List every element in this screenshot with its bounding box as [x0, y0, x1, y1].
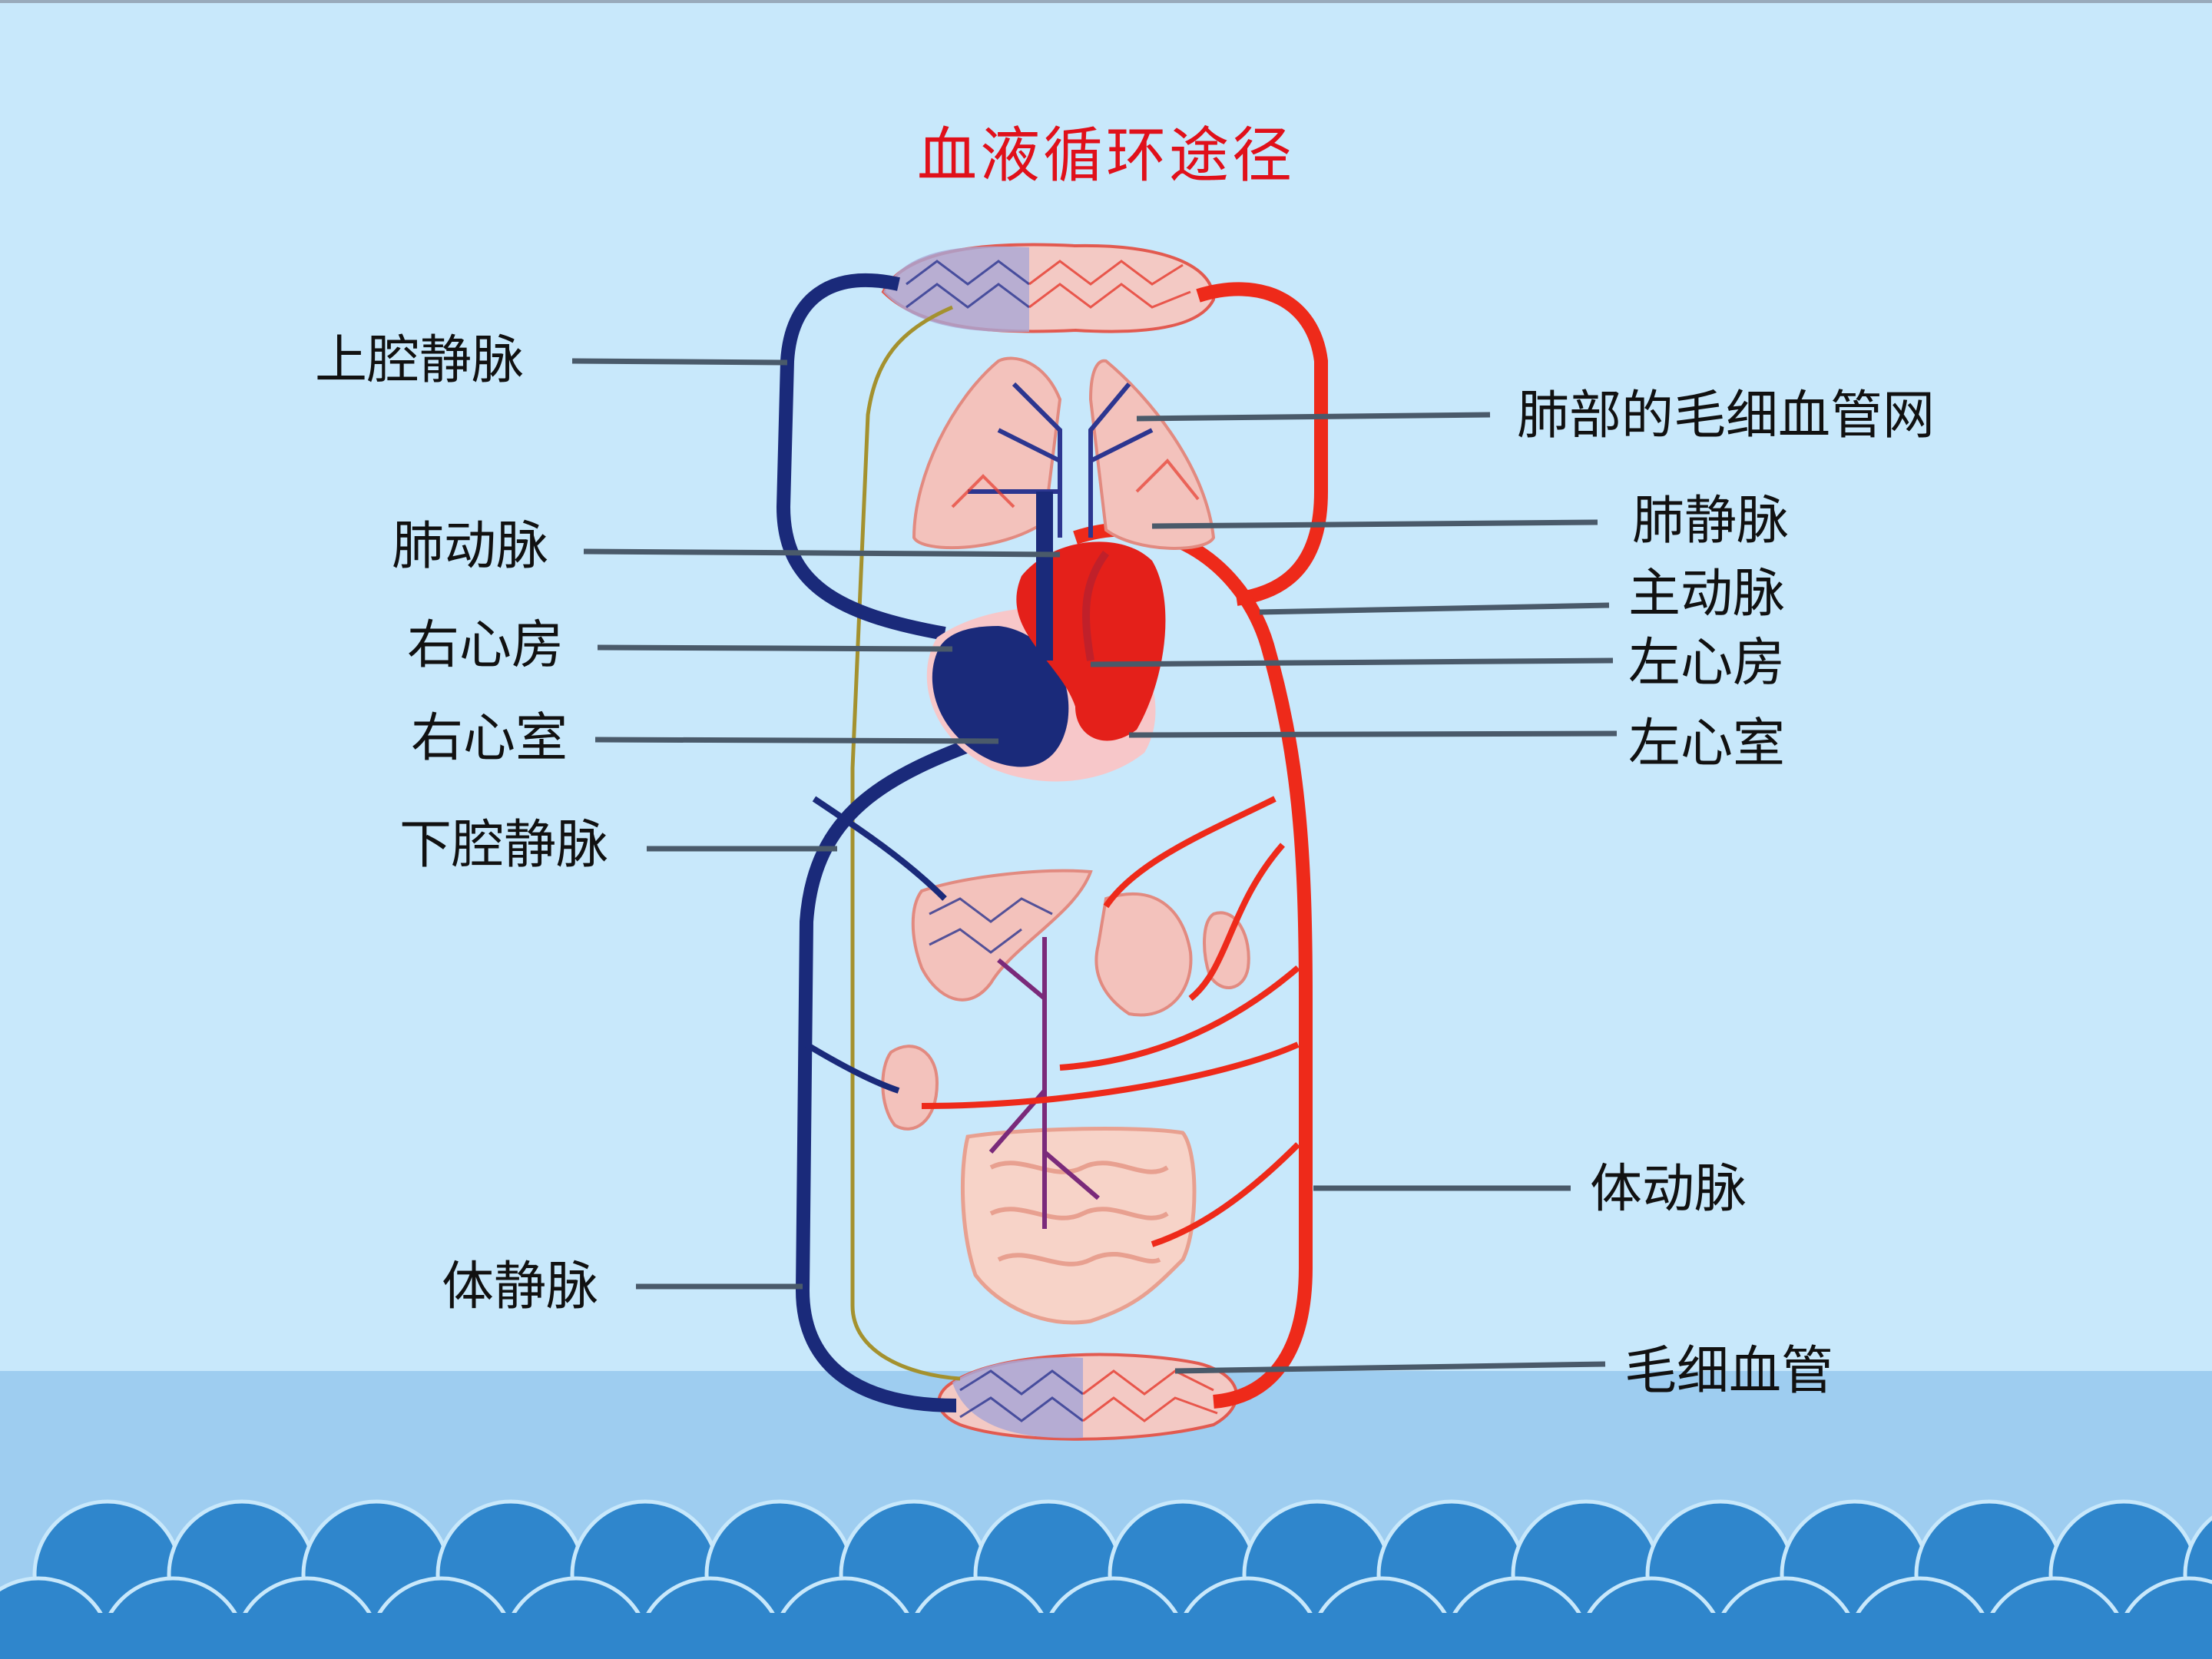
body-capillary-bed — [937, 1353, 1238, 1441]
label-left-atrium: 左心房 — [1628, 633, 1786, 694]
circulation-diagram — [571, 243, 1618, 1441]
label-lung-capillary-network: 肺部的毛细血管网 — [1517, 386, 1936, 446]
abdominal-organs — [804, 796, 1300, 1325]
label-inferior-vena-cava: 下腔静脉 — [399, 815, 609, 876]
leader-lines — [571, 358, 1618, 1374]
label-systemic-vein: 体静脉 — [442, 1257, 599, 1317]
label-right-atrium: 右心房 — [407, 615, 565, 676]
slide-title: 血液循环途径 — [916, 121, 1295, 190]
superior-vena-cava — [776, 273, 946, 641]
pulmonary-vein-loop — [1196, 282, 1328, 606]
label-superior-vena-cava: 上腔静脉 — [315, 330, 525, 391]
wave-decoration — [0, 1499, 2212, 1659]
label-right-ventricle: 右心室 — [411, 708, 568, 769]
label-pulmonary-artery: 肺动脉 — [392, 516, 549, 577]
label-capillary: 毛细血管 — [1624, 1341, 1834, 1402]
lung-capillary-bed — [881, 243, 1216, 333]
label-pulmonary-vein: 肺静脉 — [1632, 491, 1790, 551]
inferior-vena-cava — [795, 730, 994, 1412]
aorta-loop — [1073, 522, 1313, 1409]
label-systemic-artery: 体动脉 — [1590, 1159, 1747, 1220]
label-aorta: 主动脉 — [1628, 564, 1786, 624]
top-border — [0, 0, 2212, 3]
lymph-vessel — [850, 305, 961, 1381]
wave-base — [0, 1613, 2212, 1659]
label-left-ventricle: 左心室 — [1628, 714, 1786, 774]
heart — [926, 492, 1166, 782]
